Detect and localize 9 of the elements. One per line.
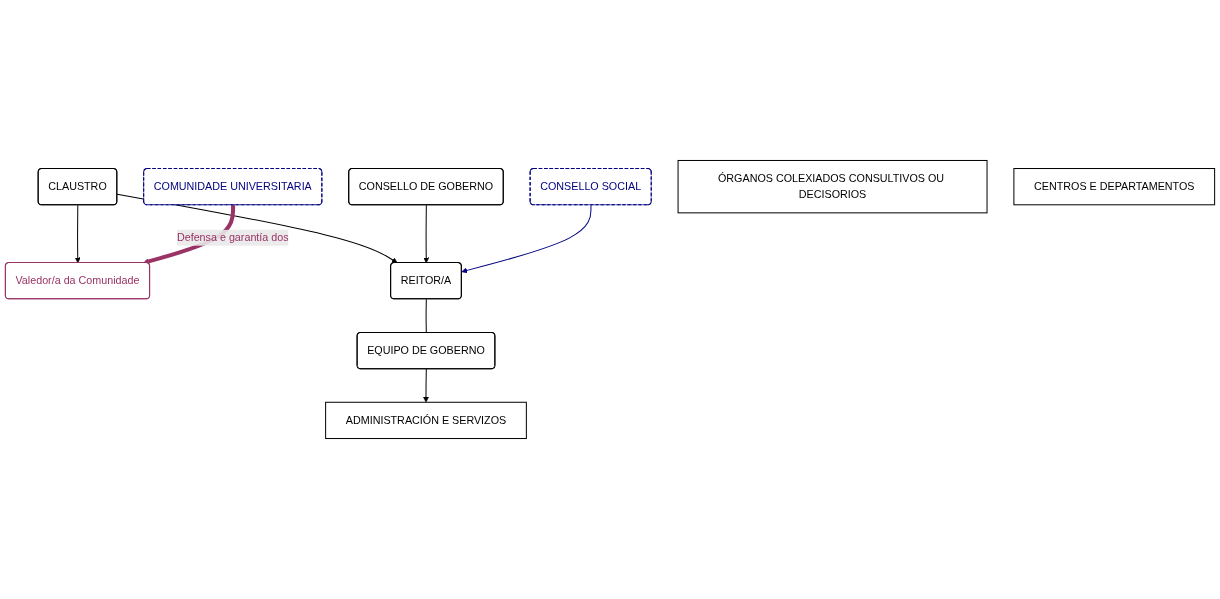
- arrow: [423, 368, 429, 403]
- node-box: CENTROS E DEPARTAMENTOS: [1013, 168, 1216, 206]
- edge-label: Defensa e garantía dos: [176, 231, 289, 244]
- arrow: [461, 204, 592, 274]
- connector: [425, 298, 427, 334]
- arrow: [423, 204, 430, 264]
- node-box: ADMINISTRACIÓN E SERVIZOS: [325, 401, 527, 440]
- arrow: [74, 204, 81, 264]
- node-box: ÓRGANOS COLEXIADOS CONSULTIVOS OU DECISORIOS: [677, 159, 988, 214]
